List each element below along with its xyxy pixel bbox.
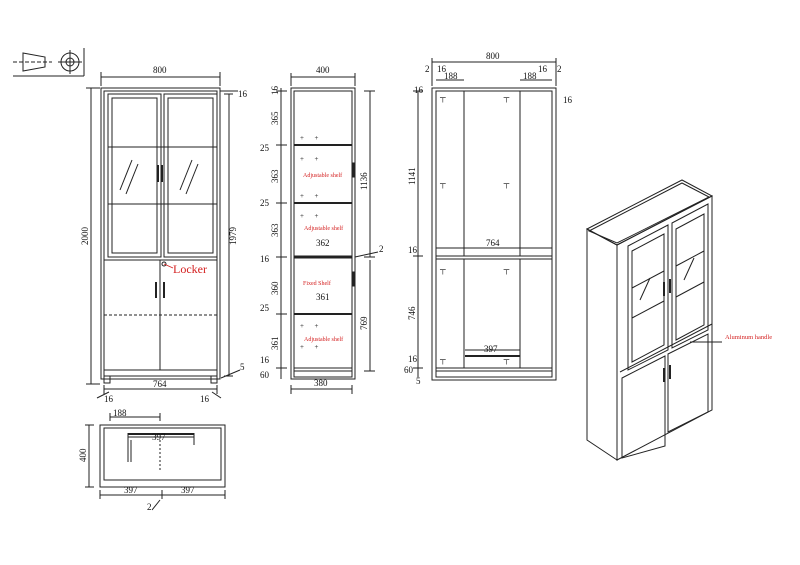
svg-text:+ +: + + [300, 212, 318, 220]
side-gap-5: 363 [270, 223, 280, 237]
front-view [86, 72, 241, 399]
back-plinth-label: 5 [416, 376, 421, 386]
side-gap-8: 25 [260, 303, 270, 313]
top-depth-label: 400 [78, 448, 88, 462]
back-mid-label: 16 [408, 245, 418, 255]
side-gap-9: 361 [270, 337, 280, 351]
projection-symbol-icon [13, 48, 85, 77]
svg-text:┬: ┬ ┬ [439, 93, 510, 103]
svg-text:┬: ┬ ┬ [439, 265, 510, 275]
back-rod-label: 397 [484, 344, 498, 354]
side-shelf-pins: + + + + + + + + + + + + [300, 134, 318, 351]
top-left-half-label: 397 [124, 485, 138, 495]
side-lower-height-label: 769 [359, 316, 369, 330]
top-right-half-label: 397 [181, 485, 195, 495]
adjustable-shelf-label-3: Adjustable shelf [304, 336, 343, 343]
back-top-left-label: 16 [437, 64, 447, 74]
back-shelf-pins: ┬ ┬ ┬ ┬ ┬ ┬ ┬ ┬ [439, 93, 510, 365]
locker-label: Locker [173, 262, 207, 276]
front-height-label: 2000 [80, 227, 90, 246]
front-inner-width-label: 764 [153, 379, 167, 389]
side-top-label: 16 [270, 86, 280, 96]
side-gap-2: 25 [260, 143, 270, 153]
side-depth-label: 400 [316, 65, 330, 75]
front-side-right-label: 16 [200, 394, 210, 404]
back-bottom-shelf-label: 16 [408, 354, 418, 364]
side-section [276, 73, 379, 394]
back-right-top-label: 16 [563, 95, 573, 105]
back-offset-left-label: 188 [444, 71, 458, 81]
svg-text:+ +: + + [300, 322, 318, 330]
top-view [85, 413, 226, 511]
adjustable-shelf-label-1: Adjustable shelf [303, 172, 342, 179]
side-gap-11: 60 [260, 370, 270, 380]
aluminum-handle-label: Aluminum handle [725, 334, 772, 341]
back-width-label: 800 [486, 51, 500, 61]
back-offset-right-label: 188 [523, 71, 537, 81]
front-width-label: 800 [153, 65, 167, 75]
back-top-right-label: 16 [538, 64, 548, 74]
svg-text:┬: ┬ ┬ [439, 355, 510, 365]
side-upper-height-label: 1136 [359, 172, 369, 190]
front-side-left-label: 16 [104, 394, 114, 404]
svg-text:+ +: + + [300, 134, 318, 142]
side-gap-10: 16 [260, 355, 270, 365]
back-base-label: 60 [404, 365, 414, 375]
back-lower-height-label: 746 [407, 306, 417, 320]
svg-text:+ +: + + [300, 343, 318, 351]
front-top-thickness-label: 16 [238, 89, 248, 99]
side-gap-4: 25 [260, 198, 270, 208]
side-gap-3: 363 [270, 169, 280, 183]
front-inner-height-label: 1979 [228, 227, 238, 246]
svg-text:┬: ┬ ┬ [439, 179, 510, 189]
top-offset-label: 188 [113, 408, 127, 418]
front-plinth-label: 5 [240, 362, 245, 372]
back-section [413, 58, 557, 381]
side-gap-6: 16 [260, 254, 270, 264]
back-top-label: 16 [414, 85, 424, 95]
side-gap-7: 360 [270, 281, 280, 295]
iso-cabinet [585, 179, 722, 461]
side-shelf-width-2: 361 [316, 292, 330, 302]
top-rod-label: 397 [152, 432, 166, 442]
svg-text:+ +: + + [300, 155, 318, 163]
top-gap-label: 2 [147, 502, 152, 512]
back-gap-right-label: 2 [557, 64, 562, 74]
adjustable-shelf-label-2: Adjustable shelf [304, 225, 343, 232]
back-upper-height-label: 1141 [407, 167, 417, 185]
side-base-depth-label: 380 [314, 378, 328, 388]
svg-text:+ +: + + [300, 192, 318, 200]
side-gap-1: 365 [270, 111, 280, 125]
side-shelf-width-1: 362 [316, 238, 330, 248]
locker-icon [161, 261, 174, 269]
back-inner-width-label: 764 [486, 238, 500, 248]
back-gap-left-label: 2 [425, 64, 430, 74]
side-gap-right-label: 2 [379, 244, 384, 254]
fixed-shelf-label: Fixed Shelf [303, 280, 331, 287]
